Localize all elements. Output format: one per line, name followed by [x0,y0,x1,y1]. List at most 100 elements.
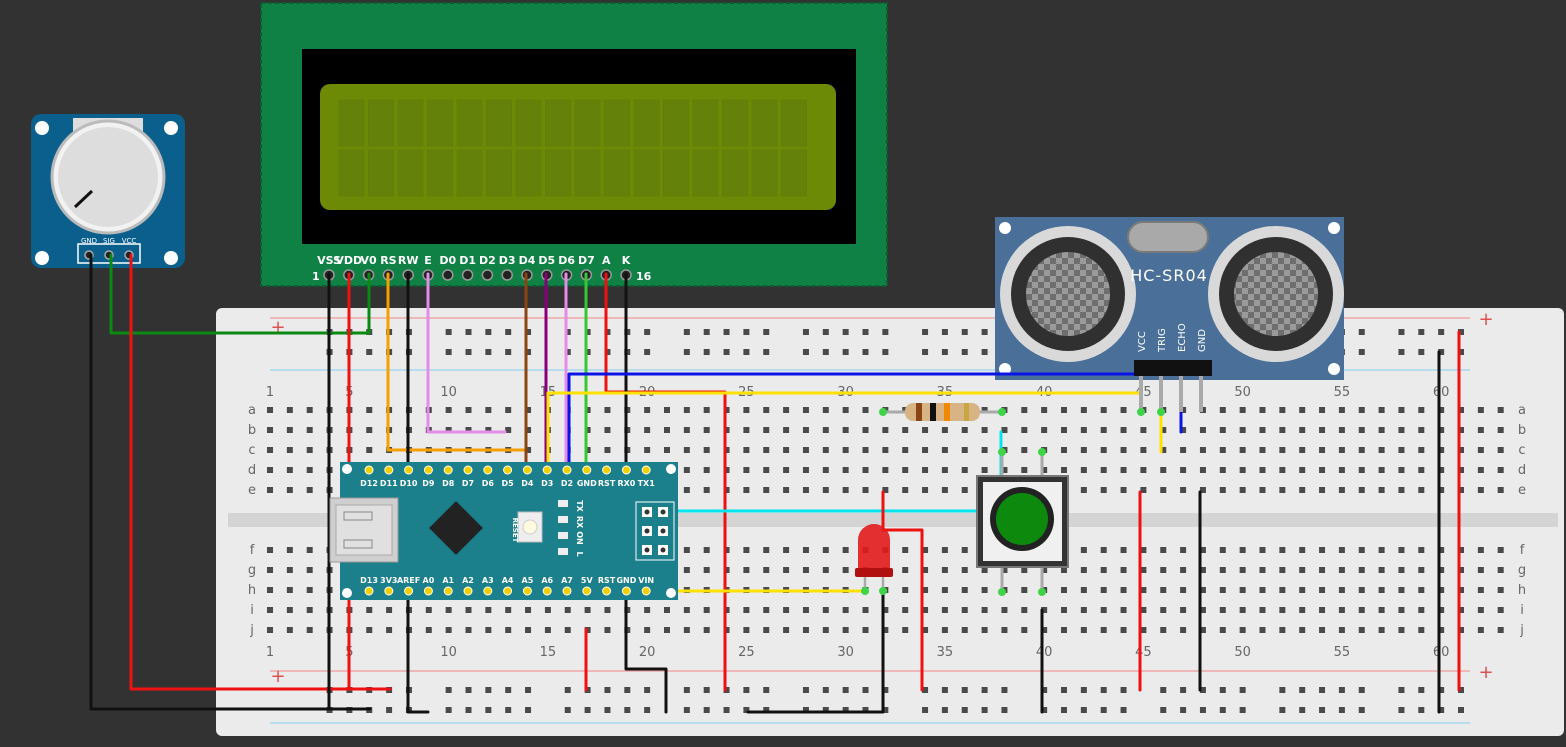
hole [1438,487,1445,493]
hole [286,627,293,633]
rail-hole [802,329,809,335]
hole [1180,607,1187,613]
hole [1259,427,1266,433]
sensor-pin-header [1134,360,1212,416]
hole [743,627,750,633]
hole [862,487,869,493]
hole [1080,567,1087,573]
hole [1299,467,1306,473]
hole [802,427,809,433]
hole [981,467,988,473]
hole [961,567,968,573]
rail-hole [981,329,988,335]
hole [822,487,829,493]
hole [1001,567,1008,573]
rail-hole [584,687,591,693]
hole [1378,567,1385,573]
hole [267,547,273,553]
hole [564,627,571,633]
lcd-pin-label: D3 [499,254,516,267]
hole [1140,547,1147,553]
hole [1319,467,1326,473]
hole [1160,547,1167,553]
nano-pin-label: D9 [422,479,435,488]
hole [1199,587,1206,593]
red-led[interactable] [855,524,893,595]
nano-pin-label: D13 [360,576,378,585]
hole [862,447,869,453]
hole [1080,407,1087,413]
rail-hole [1398,687,1405,693]
hole [1398,407,1405,413]
lcd-pin [481,269,494,281]
hole [505,627,512,633]
lcd-pin-label: D6 [558,254,575,267]
hole [485,627,492,633]
hole [1120,587,1127,593]
rail-hole [882,707,889,713]
hole [1080,487,1087,493]
hole [981,427,988,433]
hole [1199,427,1206,433]
rail-hole [465,349,472,355]
hole [1061,567,1067,573]
rail-hole [624,687,631,693]
rail-hole [624,707,631,713]
hole [1021,447,1028,453]
hole [703,567,710,573]
rail-hole [604,707,611,713]
rail-hole [1438,329,1445,335]
rail-hole [1120,687,1127,693]
hole [465,607,472,613]
hole [1140,607,1147,613]
hole [1279,587,1286,593]
rail-hole [922,707,929,713]
hole [1219,627,1226,633]
hole [1458,427,1464,433]
hole [1120,567,1127,573]
nano-pin-label: D4 [521,479,534,488]
hole [664,447,670,453]
row-label: d [1518,463,1526,478]
rail-hole [743,707,750,713]
hole [525,447,532,453]
nano-pin [443,465,453,475]
hole [1477,447,1484,453]
hole [1199,627,1206,633]
nano-pin-label: GND [577,479,597,488]
lcd-pin-label: VDD [335,254,362,267]
hole [1140,467,1147,473]
row-label: a [248,403,256,418]
rail-hole [1418,687,1425,693]
rail-hole [1001,707,1008,713]
hole [1418,447,1425,453]
hole [465,407,472,413]
hole [267,487,273,493]
hole [902,487,909,493]
nano-pin-label: D12 [360,479,378,488]
nano-pin [384,465,394,475]
rail-hole [386,707,393,713]
lcd-pin-label: RW [398,254,419,267]
lcd-char-cell [574,99,601,147]
hole [1140,627,1147,633]
hole [1160,447,1167,453]
rail-hole [683,707,690,713]
transducer-left [1000,226,1136,362]
hole [267,467,273,473]
hole [882,607,889,613]
rail-hole [842,707,849,713]
push-button[interactable] [976,448,1069,596]
hole [1001,607,1008,613]
hole [961,427,968,433]
rail-hole [644,349,651,355]
rail-hole [842,329,849,335]
lcd-char-cell [751,149,778,197]
resistor[interactable] [879,403,1006,421]
